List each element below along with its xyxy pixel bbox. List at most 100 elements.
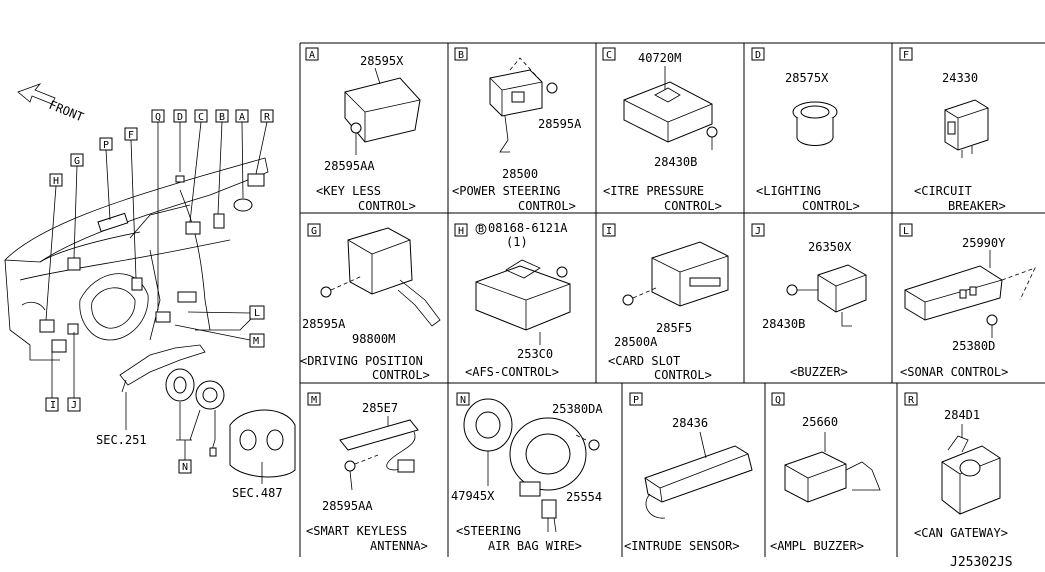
cell-j-part-2: 28430B (762, 317, 805, 331)
cell-r-part-1: 284D1 (944, 408, 980, 422)
drawing-code: J25302JS (950, 555, 1013, 570)
svg-text:B: B (478, 224, 484, 235)
marker-d: D (177, 112, 183, 123)
cell-n-caption-2: AIR BAG WIRE> (488, 539, 582, 553)
cell-b: B 28595A 28500 <POWER STEERING CONTROL> (452, 47, 582, 213)
intrude-sensor-icon (644, 445, 753, 503)
cell-b-caption-2: CONTROL> (518, 199, 576, 213)
cell-c-caption-1: <ITRE PRESSURE (603, 184, 704, 198)
cell-a-part-1: 28595X (360, 54, 404, 68)
cell-h-part-1: 08168-6121A (488, 221, 568, 235)
cell-c: C 40720M 28430B <ITRE PRESSURE CONTROL> (602, 47, 722, 213)
keyless-unit-icon (344, 77, 421, 143)
overview-panel: FRONT (4, 83, 296, 500)
cell-a-part-2: 28595AA (324, 159, 375, 173)
antenna-icon (339, 419, 419, 451)
marker-b: B (219, 112, 225, 123)
cell-q-letter: Q (775, 395, 781, 406)
cell-j-part-1: 26350X (808, 240, 852, 254)
cell-a-letter: A (309, 50, 315, 61)
cell-a-caption-1: <KEY LESS (316, 184, 381, 198)
marker-q: Q (155, 112, 161, 123)
cell-l-letter: L (903, 226, 909, 237)
marker-p: P (103, 140, 109, 151)
marker-l: L (254, 308, 260, 319)
cell-h: H B 08168-6121A (1) 253C0 <AFS-CONTROL> (454, 221, 571, 379)
cell-r-caption-1: <CAN GATEWAY> (914, 526, 1008, 540)
cell-q-caption-1: <AMPL BUZZER> (770, 539, 864, 553)
marker-n: N (182, 462, 188, 473)
marker-a: A (239, 112, 245, 123)
cell-h-caption-1: <AFS-CONTROL> (465, 365, 559, 379)
marker-c: C (198, 112, 204, 123)
cell-n-caption-1: <STEERING (456, 524, 521, 538)
cell-c-caption-2: CONTROL> (664, 199, 722, 213)
marker-i: I (50, 400, 56, 411)
marker-j: J (71, 400, 77, 411)
cell-p-letter: P (633, 395, 639, 406)
cell-i: I 285F5 28500A <CARD SLOT CONTROL> (602, 223, 729, 382)
driving-position-unit-icon (347, 227, 413, 295)
cell-h-letter: H (458, 226, 464, 237)
front-arrow-icon (17, 83, 56, 105)
cell-l: L 25990Y 25380D <SONAR CONTROL> (899, 223, 1036, 379)
cell-j-letter: J (755, 226, 761, 237)
cell-d-caption-1: <LIGHTING (756, 184, 821, 198)
cell-n-part-1: 25380DA (552, 402, 603, 416)
cell-d-part-1: 28575X (785, 71, 829, 85)
marker-m: M (253, 336, 259, 347)
cell-c-letter: C (606, 50, 612, 61)
sec-251: SEC.251 (96, 433, 147, 447)
cell-l-caption-1: <SONAR CONTROL> (900, 365, 1008, 379)
cell-m-caption-1: <SMART KEYLESS (306, 524, 407, 538)
cell-i-part-2: 28500A (614, 335, 658, 349)
cell-c-part-2: 28430B (654, 155, 697, 169)
cell-r: R 284D1 <CAN GATEWAY> (904, 392, 1008, 540)
cell-j-caption-1: <BUZZER> (790, 365, 848, 379)
cell-p-caption-1: <INTRUDE SENSOR> (624, 539, 740, 553)
cell-n-letter: N (460, 395, 466, 406)
cell-j: J 26350X 28430B <BUZZER> (751, 223, 867, 379)
cell-n-part-3: 25554 (566, 490, 602, 504)
cell-h-part-2: 253C0 (517, 347, 553, 361)
cell-d-letter: D (755, 50, 761, 61)
cell-b-part-1: 28595A (538, 117, 582, 131)
cell-c-part-1: 40720M (638, 51, 681, 65)
cell-b-caption-1: <POWER STEERING (452, 184, 560, 198)
cell-g-caption-1: <DRIVING POSITION (300, 354, 423, 368)
cell-m-part-2: 28595AA (322, 499, 373, 513)
overview-markers: Q D C B A R F P G H L M I J (45, 109, 283, 500)
front-label: FRONT (47, 98, 86, 125)
cell-n-part-2: 47945X (451, 489, 495, 503)
cell-g-caption-2: CONTROL> (372, 368, 430, 382)
cell-f-caption-1: <CIRCUIT (914, 184, 972, 198)
marker-g: G (74, 156, 80, 167)
cell-l-part-1: 25990Y (962, 236, 1006, 250)
buzzer-icon (817, 264, 867, 313)
cell-grid (299, 42, 1045, 557)
cell-f: F 24330 <CIRCUIT BREAKER> (899, 47, 1006, 213)
cell-f-caption-2: BREAKER> (948, 199, 1006, 213)
cell-f-letter: F (903, 50, 909, 61)
steering-ring-icon (463, 398, 513, 452)
sec-487: SEC.487 (232, 486, 283, 500)
cell-g-letter: G (311, 226, 317, 237)
light-sensor-icon (792, 101, 838, 146)
clock-spring-icon (509, 417, 587, 533)
cell-g: G 28595A 98800M <DRIVING POSITION CONTRO… (300, 223, 441, 382)
cell-m: M 285E7 28595AA <SMART KEYLESS ANTENNA> (306, 392, 428, 553)
marker-f: F (128, 130, 134, 141)
cell-b-part-2: 28500 (502, 167, 538, 181)
cell-i-caption-1: <CARD SLOT (608, 354, 680, 368)
cell-i-caption-2: CONTROL> (654, 368, 712, 382)
cell-q-part-1: 25660 (802, 415, 838, 429)
cell-q: Q 25660 <AMPL BUZZER> (770, 392, 881, 553)
tire-pressure-unit-icon (623, 81, 713, 143)
cell-p: P 28436 <INTRUDE SENSOR> (624, 392, 753, 553)
cell-m-letter: M (311, 395, 317, 406)
cell-i-letter: I (606, 226, 612, 237)
cell-d: D 28575X <LIGHTING CONTROL> (751, 47, 860, 213)
cell-n: N 25380DA 47945X 25554 <STEERING AIR BAG… (451, 392, 603, 553)
cell-f-part-1: 24330 (942, 71, 978, 85)
